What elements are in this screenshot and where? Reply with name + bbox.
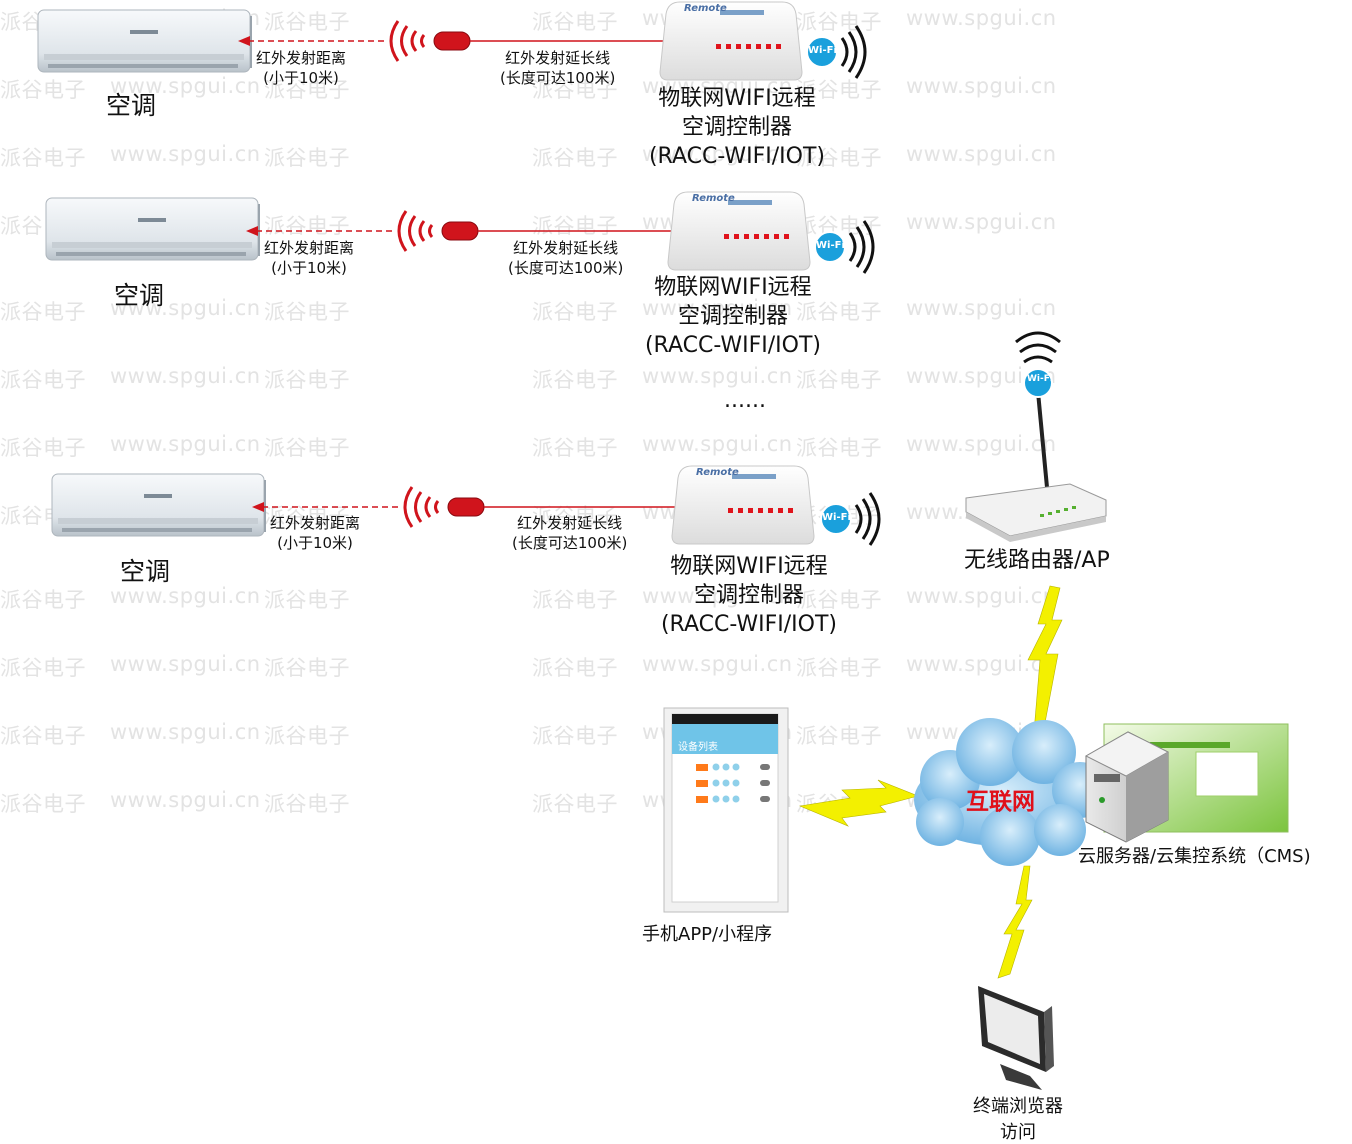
phone-screen-title: 设备列表 xyxy=(678,742,718,753)
device-brand-3: Remote xyxy=(696,467,739,478)
ir-arrow-1 xyxy=(238,36,250,46)
controller-type: 空调控制器 xyxy=(677,304,788,329)
ir-distance-value: (小于10米) xyxy=(263,69,339,87)
link-phone-internet xyxy=(798,779,919,827)
device-brand-2: Remote xyxy=(692,193,735,204)
ir-distance-label-2: 红外发射距离 (小于10米) xyxy=(264,238,354,278)
controller-model: (RACC-WIFI/IOT) xyxy=(644,333,822,358)
air-conditioner-3 xyxy=(51,473,267,537)
router-wifi-badge-text: Wi-Fi xyxy=(1027,374,1053,384)
cloud-server xyxy=(1084,723,1289,843)
controller-type: 空调控制器 xyxy=(693,583,804,608)
internet-cloud xyxy=(914,718,1108,866)
wifi-controller-2 xyxy=(667,191,811,271)
wifi-controller-3 xyxy=(671,465,815,545)
air-conditioner-1 xyxy=(37,9,253,73)
ir-emitter-3 xyxy=(403,485,486,529)
phone-device-list xyxy=(696,763,770,803)
row-3 xyxy=(51,465,881,547)
wifi-badge-text-2: Wi-Fi xyxy=(816,240,845,251)
browser-label-line-2: 访问 xyxy=(1000,1122,1036,1143)
extension-title: 红外发射延长线 xyxy=(517,514,623,532)
controller-label-2: 物联网WIFI远程 空调控制器 (RACC-WIFI/IOT) xyxy=(634,273,832,360)
ir-distance-label-3: 红外发射距离 (小于10米) xyxy=(270,513,360,553)
browser-label-line-1: 终端浏览器 xyxy=(973,1096,1063,1117)
link-router-internet xyxy=(1027,585,1063,733)
extension-title: 红外发射延长线 xyxy=(513,239,619,257)
ac-label-2: 空调 xyxy=(114,281,165,310)
link-internet-browser xyxy=(997,865,1033,979)
router-wifi-icon xyxy=(1023,368,1053,398)
controller-name: 物联网WIFI远程 xyxy=(654,275,812,300)
mobile-phone xyxy=(663,707,789,913)
cloud-server-label: 云服务器/云集控系统（CMS) xyxy=(1078,846,1311,867)
wifi-badge-text-3: Wi-Fi xyxy=(822,512,851,523)
more-devices-ellipsis: ...... xyxy=(724,388,766,413)
wifi-controller-1 xyxy=(659,1,803,81)
extension-label-2: 红外发射延长线 (长度可达100米) xyxy=(508,238,623,278)
browser-label: 终端浏览器 访问 xyxy=(966,1092,1070,1144)
extension-value: (长度可达100米) xyxy=(512,534,628,552)
ac-label-1: 空调 xyxy=(106,91,157,120)
controller-model: (RACC-WIFI/IOT) xyxy=(648,144,826,169)
ir-arrow-2 xyxy=(246,226,258,236)
wifi-badge-text-1: Wi-Fi xyxy=(808,45,837,56)
controller-label-3: 物联网WIFI远程 空调控制器 (RACC-WIFI/IOT) xyxy=(650,552,848,639)
internet-label: 互联网 xyxy=(966,789,1035,815)
extension-title: 红外发射延长线 xyxy=(505,49,611,67)
phone-app-label: 手机APP/小程序 xyxy=(642,924,773,945)
ir-distance-label-1: 红外发射距离 (小于10米) xyxy=(256,48,346,88)
controller-label-1: 物联网WIFI远程 空调控制器 (RACC-WIFI/IOT) xyxy=(638,84,836,171)
ir-distance-title: 红外发射距离 xyxy=(264,239,355,257)
extension-value: (长度可达100米) xyxy=(500,69,616,87)
air-conditioner-2 xyxy=(45,197,261,261)
row-2 xyxy=(45,191,875,275)
ir-emitter-2 xyxy=(397,209,480,253)
ir-distance-title: 红外发射距离 xyxy=(256,49,347,67)
controller-name: 物联网WIFI远程 xyxy=(658,86,816,111)
ir-arrow-3 xyxy=(252,502,264,512)
router-label: 无线路由器/AP xyxy=(964,548,1110,573)
controller-type: 空调控制器 xyxy=(681,115,792,140)
device-brand-1: Remote xyxy=(684,3,727,14)
controller-name: 物联网WIFI远程 xyxy=(670,554,828,579)
controller-model: (RACC-WIFI/IOT) xyxy=(660,612,838,637)
extension-label-3: 红外发射延长线 (长度可达100米) xyxy=(512,513,627,553)
extension-value: (长度可达100米) xyxy=(508,259,624,277)
ir-distance-value: (小于10米) xyxy=(277,534,353,552)
extension-label-1: 红外发射延长线 (长度可达100米) xyxy=(500,48,615,88)
ir-distance-title: 红外发射距离 xyxy=(270,514,361,532)
ir-distance-value: (小于10米) xyxy=(271,259,347,277)
ir-emitter-1 xyxy=(389,19,472,63)
row-1 xyxy=(37,1,867,81)
browser-terminal xyxy=(978,986,1054,1090)
ac-label-3: 空调 xyxy=(120,557,171,586)
wireless-router xyxy=(965,331,1107,542)
